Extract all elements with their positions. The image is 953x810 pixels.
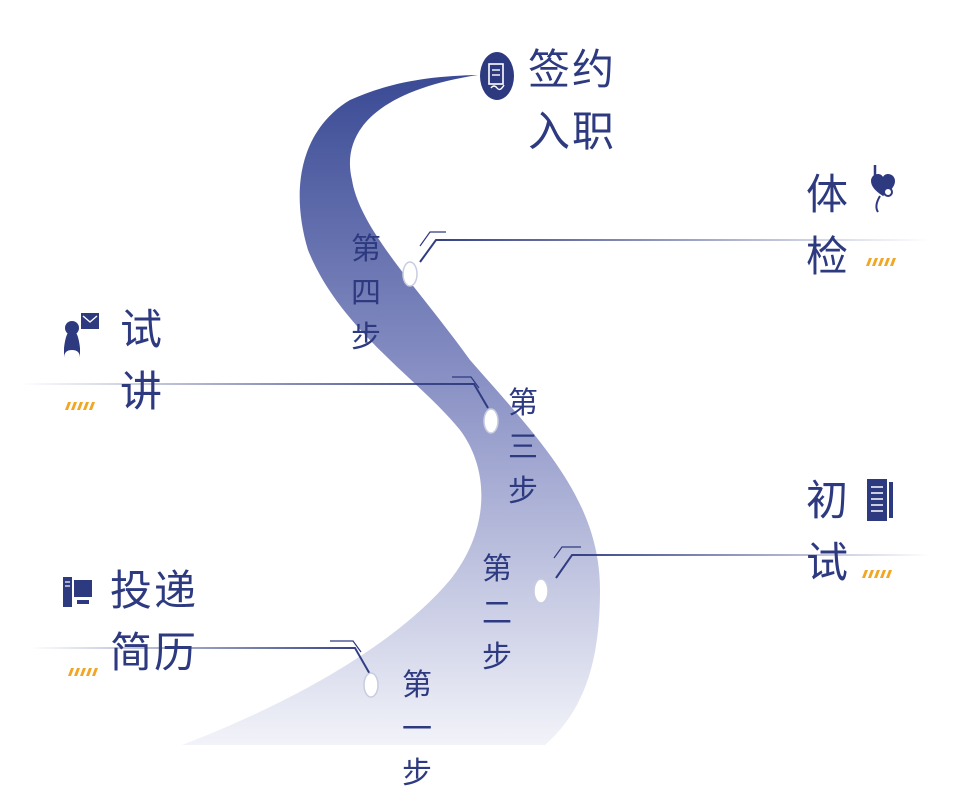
label-step2: 初试 [806,476,851,587]
computer-icon [63,577,92,607]
winding-road [182,75,600,745]
stripe-marks-step3 [65,402,95,410]
connector-accent-step4 [419,231,446,247]
connector-accent-step1 [330,640,362,653]
connector-line-step1 [30,647,372,677]
step-text-1: 第一步 [402,668,432,791]
label-step4: 体检 [806,170,851,281]
connector-accent-step3 [452,376,480,389]
connector-accent-step2 [553,546,581,559]
connector-line-step3 [20,383,489,409]
step-text-4: 第四步 [351,232,381,355]
stripe-marks-step1 [68,668,98,676]
label-step3: 试讲 [120,305,165,416]
step-marker-2 [533,578,549,604]
step-marker-4 [402,261,418,287]
step-marker-1 [363,672,379,698]
document-icon [867,479,893,521]
step-text-2: 第二步 [482,552,512,675]
label-final: 签约入职 [528,45,617,156]
connector-line-step2 [555,554,930,579]
label-step1: 投递简历 [110,566,199,677]
step-text-3: 第三步 [508,386,538,509]
stripe-marks-step4 [866,258,896,266]
connector-line-step4 [419,239,930,263]
step-marker-3 [483,408,499,434]
stethoscope-heart-icon [871,165,895,213]
speaker-icon [64,313,99,358]
stripe-marks-step2 [862,570,892,578]
contract-icon [480,52,514,100]
